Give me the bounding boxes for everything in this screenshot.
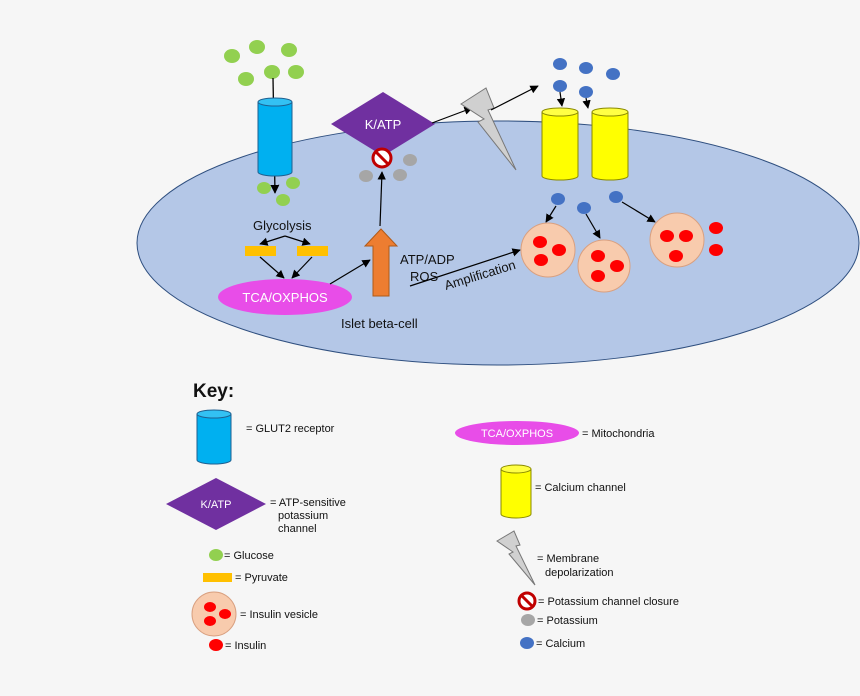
calcium-ion <box>579 62 593 74</box>
atp-to-katp-arrow <box>377 171 386 227</box>
key-depol-label-1: = Membrane <box>537 553 599 565</box>
glycolysis-arrow-right <box>284 235 311 246</box>
key-closure-icon <box>517 591 537 611</box>
glucose-cluster-outside <box>224 40 304 86</box>
glucose-molecule <box>281 43 297 57</box>
calcium-to-vesicle-arrow-3 <box>621 201 656 223</box>
katp-label: K/ATP <box>365 117 402 132</box>
cell-label: Islet beta-cell <box>341 316 418 331</box>
katp-channel <box>331 92 435 156</box>
katp-to-depolarization-arrow <box>431 106 473 124</box>
glucose-cluster-inside <box>257 177 300 206</box>
key-glucose-label: = Glucose <box>224 550 274 562</box>
glucose-molecule <box>249 40 265 54</box>
calcium-ion <box>606 68 620 80</box>
glucose-molecule <box>276 194 290 206</box>
tca-to-atp-arrow <box>329 259 371 285</box>
key-depol-label-2: depolarization <box>545 567 614 579</box>
depolarization-to-calcium-arrow <box>490 85 539 111</box>
key-vesicle-label: = Insulin vesicle <box>240 609 318 621</box>
calcium-entry-arrow-left <box>556 91 566 107</box>
key-calcium-label: = Calcium <box>536 638 585 650</box>
insulin-vesicle <box>577 239 631 293</box>
atp-up-arrow <box>363 228 399 297</box>
key-insulin-icon <box>209 639 223 651</box>
key-katp-tag: K/ATP <box>201 499 232 511</box>
glycolysis-label: Glycolysis <box>253 218 312 233</box>
pyruvate-arrow-left <box>259 256 285 279</box>
pyruvate-arrow-right <box>291 256 313 279</box>
potassium-cluster <box>359 154 417 182</box>
calcium-ion <box>577 202 591 214</box>
calcium-channel-left <box>541 107 579 181</box>
key-pyruvate-label: = Pyruvate <box>235 572 288 584</box>
glucose-molecule <box>288 65 304 79</box>
key-insulin-label: = Insulin <box>225 640 266 652</box>
key-glut2-icon <box>196 409 232 465</box>
key-glucose-icon <box>209 549 223 561</box>
key-glut2-label: = GLUT2 receptor <box>246 423 335 435</box>
key-depolarization-bolt-icon <box>496 530 536 586</box>
glucose-molecule <box>238 72 254 86</box>
atp-adp-label: ATP/ADP <box>400 252 455 267</box>
key-tca-tag: TCA/OXPHOS <box>481 428 553 440</box>
key-insulin-vesicle-icon <box>191 591 237 637</box>
key-potassium-label: = Potassium <box>537 615 598 627</box>
membrane-depolarization-bolt <box>460 87 517 171</box>
key-title: Key: <box>193 381 234 402</box>
key-mito-label: = Mitochondria <box>582 428 655 440</box>
glucose-molecule <box>264 65 280 79</box>
calcium-channel-right <box>591 107 629 181</box>
pyruvate-right <box>297 246 328 256</box>
insulin-released <box>709 244 723 256</box>
key-potassium-icon <box>521 614 535 626</box>
glycolysis-arrow-left <box>259 235 286 246</box>
calcium-ion <box>553 58 567 70</box>
mitochondria-tca-oxphos <box>218 279 352 315</box>
glucose-molecule <box>224 49 240 63</box>
calcium-to-vesicle-arrow-1 <box>545 205 557 223</box>
amplification-arrow <box>409 248 521 287</box>
potassium-ion <box>403 154 417 166</box>
key-katp-label-3: channel <box>278 523 317 535</box>
insulin-released <box>709 222 723 234</box>
pyruvate-left <box>245 246 276 256</box>
key-katp-icon <box>166 478 266 530</box>
calcium-ion <box>609 191 623 203</box>
potassium-ion <box>359 170 373 182</box>
calcium-to-vesicle-arrow-2 <box>585 213 601 239</box>
calcium-ion <box>551 193 565 205</box>
islet-beta-cell <box>136 120 860 366</box>
glut2-receptor <box>257 97 293 177</box>
tca-label: TCA/OXPHOS <box>242 290 328 305</box>
calcium-ion <box>553 80 567 92</box>
ros-label: ROS <box>410 269 439 284</box>
key-calcium-channel-label: = Calcium channel <box>535 482 626 494</box>
calcium-cluster-inside <box>551 191 623 214</box>
key-katp-label-1: = ATP-sensitive <box>270 497 346 509</box>
calcium-cluster-outside <box>553 58 620 98</box>
potassium-ion <box>393 169 407 181</box>
key-mitochondria-icon <box>455 421 579 445</box>
key-closure-label: = Potassium channel closure <box>538 596 679 608</box>
calcium-ion <box>579 86 593 98</box>
key-calcium-channel-icon <box>500 464 532 519</box>
insulin-vesicle <box>649 212 705 268</box>
calcium-entry-arrow-right <box>582 97 591 109</box>
key-calcium-icon <box>520 637 534 649</box>
glucose-molecule <box>286 177 300 189</box>
glucose-molecule <box>257 182 271 194</box>
key-katp-label-2: potassium <box>278 510 328 522</box>
insulin-vesicle <box>520 222 576 278</box>
key-pyruvate-icon <box>203 573 232 582</box>
potassium-channel-closure-icon <box>371 147 393 169</box>
